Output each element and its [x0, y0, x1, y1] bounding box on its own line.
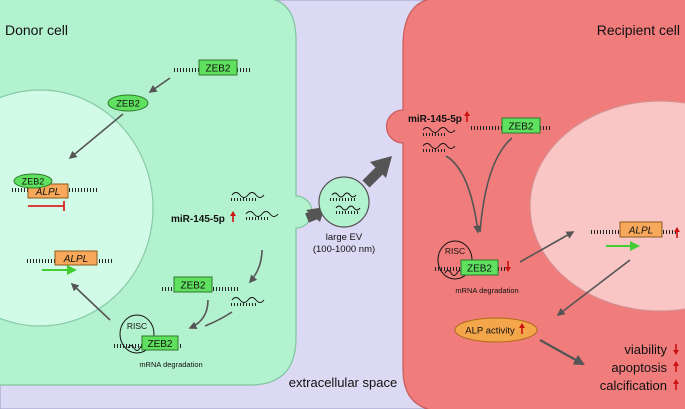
donor-cell-title: Donor cell [5, 22, 68, 38]
risc-label-donor: RISC [127, 321, 147, 331]
alpl-label: ALPL [35, 187, 60, 198]
nuclear-import-arrow [68, 113, 124, 160]
recipient-risc-complex: RISC ZEB2 mRNA degradation [433, 240, 519, 295]
recipient-nucleus [529, 100, 685, 312]
svg-text:ZEB2: ZEB2 [508, 122, 533, 133]
donor-mir-145: miR-145-5p [171, 192, 279, 225]
recipient-alpl-gene: ALPL [590, 221, 680, 251]
donor-alpl-gene: ALPL [26, 250, 114, 275]
svg-text:ZEB2: ZEB2 [22, 177, 45, 187]
recipient-mir-145: miR-145-5p [408, 111, 470, 152]
recipient-outcomes: viability apoptosis calcification [600, 342, 679, 393]
alpl-to-activity-arrow [556, 259, 631, 316]
svg-text:ALPL: ALPL [63, 254, 88, 265]
viability-label: viability [624, 342, 667, 357]
mir-to-risc-arrow [445, 155, 482, 234]
ev-uptake-arrow [362, 166, 384, 188]
alp-activity-label: ALP activity [465, 326, 515, 337]
mrna-to-risc-arrow [479, 137, 513, 233]
donor-risc-complex: RISC ZEB2 mRNA degradation [112, 314, 203, 369]
mir-label-recipient: miR-145-5p [408, 114, 462, 125]
apoptosis-label: apoptosis [611, 360, 667, 375]
zeb2-label: ZEB2 [205, 64, 230, 75]
svg-text:ZEB2: ZEB2 [147, 339, 172, 350]
large-ev-label: large EV [326, 232, 363, 243]
mrna-degradation-recipient: mRNA degradation [455, 286, 518, 295]
donor-nucleus [0, 89, 154, 327]
calcification-label: calcification [600, 378, 667, 393]
mrna-degradation-donor: mRNA degradation [139, 360, 202, 369]
svg-text:ZEB2: ZEB2 [116, 99, 140, 110]
svg-text:ALPL: ALPL [628, 226, 653, 237]
to-risc-arrow-a [188, 299, 209, 330]
donor-zeb2-mrna-lower: ZEB2 [160, 276, 265, 306]
translation-arrow [148, 77, 171, 93]
activity-to-outcomes-arrow [539, 339, 585, 366]
donor-zeb2-protein: ZEB2 [107, 94, 149, 112]
donor-zeb2-mrna-top: ZEB2 [172, 59, 252, 76]
svg-text:ZEB2: ZEB2 [467, 264, 492, 275]
mir-to-cytoplasm-arrow [248, 249, 263, 284]
recipient-cell-title: Recipient cell [597, 22, 680, 38]
donor-alpl-repressed: ALPL ZEB2 [10, 173, 98, 211]
risc-label-recipient: RISC [445, 246, 465, 256]
mir-label-donor: miR-145-5p [171, 214, 225, 225]
derepression-arrow [519, 231, 575, 263]
to-risc-arrow-b [204, 311, 233, 327]
large-ev [318, 176, 370, 228]
recipient-zeb2-mrna: ZEB2 [470, 117, 550, 134]
ev-size-label: (100-1000 nm) [313, 244, 375, 255]
ev-cargo-mir [330, 192, 361, 214]
alp-activity-node: ALP activity [454, 317, 538, 343]
feedback-arrow-donor [70, 282, 111, 321]
extracellular-space-label: extracellular space [289, 375, 397, 390]
svg-text:ZEB2: ZEB2 [180, 281, 205, 292]
